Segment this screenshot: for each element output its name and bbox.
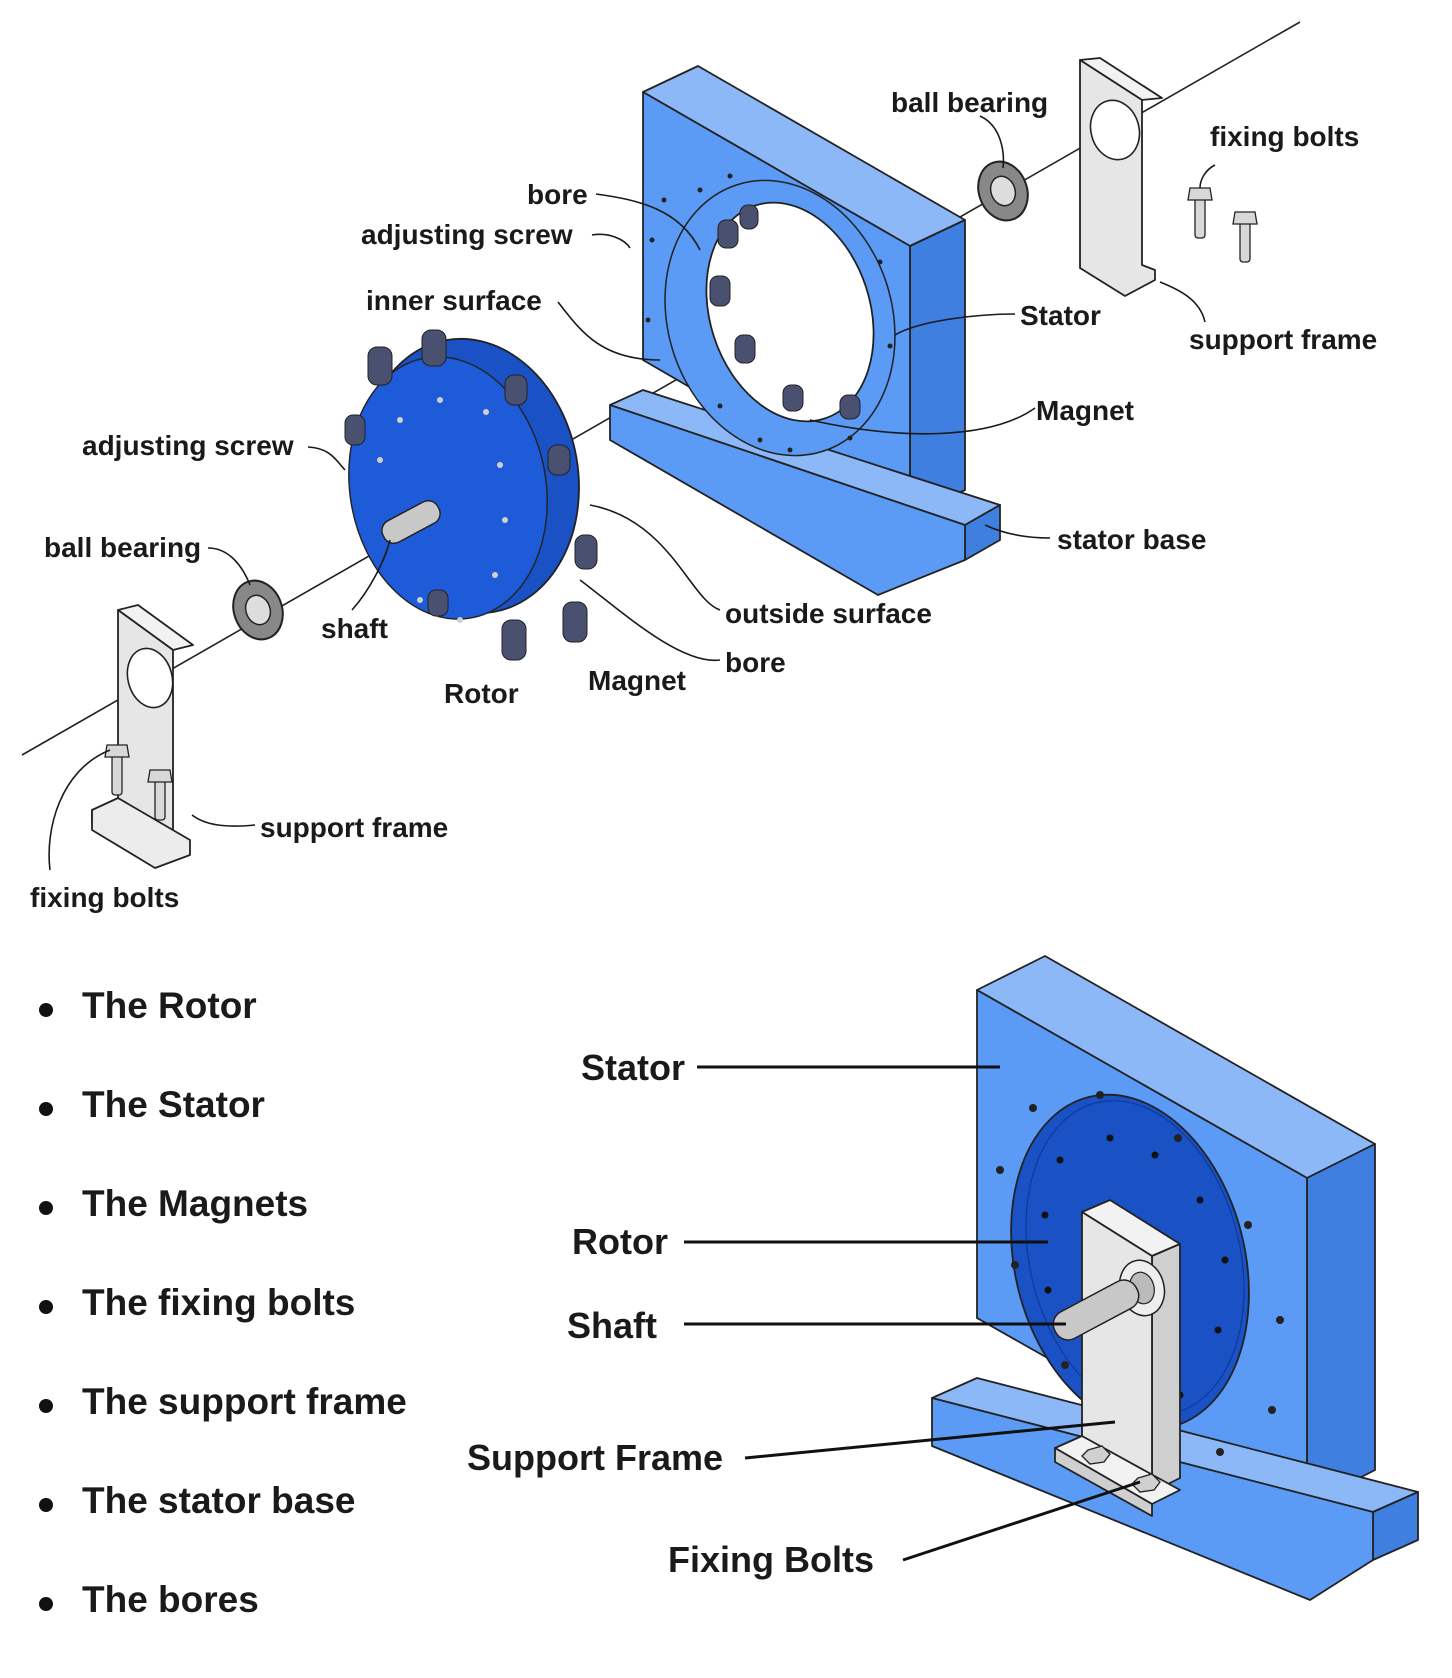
fixing-bolts-right <box>1187 187 1258 263</box>
leader-stator-base <box>984 524 1051 539</box>
component-list: The Rotor The Stator The Magnets The fix… <box>30 985 470 1678</box>
assembled-stator-holes <box>996 1091 1284 1456</box>
label-bore-top: bore <box>527 179 588 210</box>
label-assembled-shaft: Shaft <box>567 1305 657 1346</box>
label-fixing-bolts-right: fixing bolts <box>1210 121 1359 152</box>
rotor-shaft <box>381 499 441 545</box>
component-list-item: The fixing bolts <box>30 1282 470 1381</box>
label-assembled-support-frame: Support Frame <box>467 1437 723 1478</box>
bullet-dot <box>39 1003 53 1017</box>
label-support-frame-right: support frame <box>1189 324 1377 355</box>
label-adjusting-screw-left: adjusting screw <box>82 430 294 461</box>
bullet-dot <box>39 1300 53 1314</box>
bullet-dot <box>39 1102 53 1116</box>
label-rotor: Rotor <box>444 678 519 709</box>
bullet-dot <box>39 1597 53 1611</box>
bullet-dot <box>39 1399 53 1413</box>
component-list-item: The support frame <box>30 1381 470 1480</box>
label-assembled-rotor: Rotor <box>572 1221 668 1262</box>
label-assembled-stator: Stator <box>581 1047 685 1088</box>
leader-outside-surface <box>589 504 721 611</box>
support-frame-left <box>91 604 194 869</box>
rotor-magnets <box>344 329 598 661</box>
label-adjusting-screw-top: adjusting screw <box>361 219 573 250</box>
label-ball-bearing-left: ball bearing <box>44 532 201 563</box>
stator-screw-holes <box>645 173 893 453</box>
bullet-dot <box>39 1201 53 1215</box>
component-list-item: The Rotor <box>30 985 470 1084</box>
label-outside-surface: outside surface <box>725 598 932 629</box>
leader-shaft <box>351 539 391 611</box>
fixing-bolts-left <box>104 744 173 821</box>
leader-inner-surface <box>557 301 661 361</box>
leader-fixing-bolts-left <box>48 749 111 871</box>
leader-ball-bearing-left <box>207 547 251 586</box>
ball-bearing-right <box>977 160 1029 222</box>
label-magnet-right: Magnet <box>1036 395 1134 426</box>
stator-magnet-set <box>709 204 861 420</box>
stator-inner-opening <box>705 201 875 423</box>
rotor-disc <box>344 329 598 661</box>
label-ball-bearing-right: ball bearing <box>891 87 1048 118</box>
leader-adjusting-screw-top <box>591 233 631 249</box>
assembled-shaft <box>1052 1279 1140 1341</box>
stator-block <box>609 65 1001 596</box>
component-list-item: The Magnets <box>30 1183 470 1282</box>
ball-bearing-left <box>232 579 284 641</box>
leader-support-frame-left <box>191 814 256 827</box>
leader-bore-bottom <box>579 579 721 661</box>
leader-support-frame-right <box>1159 281 1206 323</box>
leader-assembled-fixing-bolts <box>902 1480 1141 1562</box>
label-bore-bottom: bore <box>725 647 786 678</box>
leader-assembled-support-frame <box>744 1420 1116 1460</box>
label-inner-surface: inner surface <box>366 285 542 316</box>
label-shaft: shaft <box>321 613 388 644</box>
label-assembled-fixing-bolts: Fixing Bolts <box>668 1539 874 1580</box>
component-list-item: The Stator <box>30 1084 470 1183</box>
leader-bore-top <box>595 193 701 251</box>
label-magnet-bottom: Magnet <box>588 665 686 696</box>
component-list-item: The stator base <box>30 1480 470 1579</box>
rotor-screw-holes <box>377 397 508 623</box>
label-stator: Stator <box>1020 300 1101 331</box>
leader-ball-bearing-right <box>979 115 1005 169</box>
bullet-dot <box>39 1498 53 1512</box>
assembled-support-frame <box>1054 1199 1181 1517</box>
label-support-frame-left: support frame <box>260 812 448 843</box>
leader-magnet-right <box>809 407 1036 435</box>
support-frame-right <box>1079 57 1163 297</box>
label-stator-base: stator base <box>1057 524 1206 555</box>
leader-adjusting-screw-left <box>307 446 346 471</box>
leader-stator <box>894 313 1016 336</box>
leader-fixing-bolts-right <box>1199 164 1216 189</box>
component-list-item: The bores <box>30 1579 470 1678</box>
label-fixing-bolts-left: fixing bolts <box>30 882 179 913</box>
